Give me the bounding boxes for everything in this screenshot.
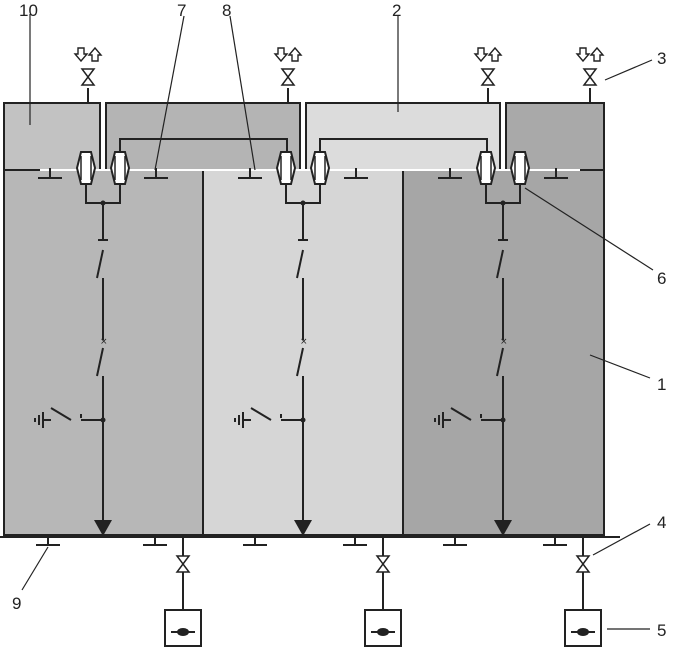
- bushing-icon: [475, 151, 497, 185]
- leader-lines: [21, 14, 654, 630]
- breaker-mark: ×: [100, 337, 108, 347]
- valve-icon: [280, 75, 296, 86]
- callout-6: 6: [657, 269, 666, 288]
- bushing-icon: [309, 151, 331, 185]
- bushing-icon: [509, 151, 531, 185]
- busbar-1: [119, 138, 288, 157]
- valve-icon: [375, 555, 391, 566]
- busbar-2: [319, 138, 488, 157]
- top-box-left-mid: [105, 102, 301, 171]
- breaker-blade: [296, 347, 304, 377]
- valve-icon: [582, 68, 598, 79]
- earthing-blade: [50, 407, 72, 421]
- monitor-gauge-center: [577, 628, 589, 636]
- monitor-gauge-center: [177, 628, 189, 636]
- leader-8: [229, 15, 256, 171]
- cable-arrow-icon: [94, 520, 112, 536]
- valve-icon: [80, 75, 96, 86]
- gas-in-arrow-icon: [273, 47, 289, 63]
- callout-3: 3: [657, 49, 666, 68]
- gas-out-arrow-icon: [589, 46, 605, 62]
- circuit-group: × × ×: [34, 46, 605, 647]
- panel-circuit-2: ×: [234, 46, 402, 647]
- valve-icon: [80, 68, 96, 79]
- breaker-blade: [496, 347, 504, 377]
- callout-1: 1: [657, 375, 666, 394]
- callout-9: 9: [12, 594, 21, 613]
- top-box-2: [305, 102, 501, 171]
- valve-icon: [480, 68, 496, 79]
- callout-5: 5: [657, 621, 666, 640]
- callouts: 10 7 8 2 3 6 1 4 9 5: [12, 1, 666, 640]
- leader-6: [524, 187, 654, 271]
- monitor-gauge-center: [377, 628, 389, 636]
- panel-circuit-3: ×: [434, 46, 602, 647]
- valve-icon: [175, 562, 191, 573]
- leader-1: [589, 354, 651, 379]
- valve-icon: [375, 562, 391, 573]
- leader-3: [604, 59, 653, 81]
- gas-out-arrow-icon: [87, 46, 103, 62]
- breaker-mark: ×: [300, 337, 308, 347]
- valve-icon: [280, 68, 296, 79]
- bushing-icon: [75, 151, 97, 185]
- callout-4: 4: [657, 513, 666, 532]
- breaker-blade: [96, 347, 104, 377]
- callout-8: 8: [222, 1, 231, 20]
- leader-9: [21, 546, 49, 591]
- disconnector-blade: [296, 249, 304, 279]
- gas-in-arrow-icon: [473, 47, 489, 63]
- gas-connection-right: [575, 46, 605, 103]
- earthing-blade: [450, 407, 472, 421]
- leader-4: [592, 523, 651, 556]
- valve-icon: [575, 562, 591, 573]
- valve-icon: [480, 75, 496, 86]
- breaker-mark: ×: [500, 337, 508, 347]
- top-compartments: [3, 102, 605, 171]
- valve-icon: [575, 555, 591, 566]
- leader-7: [154, 15, 185, 171]
- gas-out-arrow-icon: [287, 46, 303, 62]
- callout-10: 10: [19, 1, 38, 20]
- density-monitor-icon: [364, 609, 402, 647]
- disconnector-blade: [96, 249, 104, 279]
- cable-arrow-icon: [494, 520, 512, 536]
- panel-circuit-1: ×: [34, 46, 202, 647]
- disconnector-blade: [496, 249, 504, 279]
- gas-in-arrow-icon: [73, 47, 89, 63]
- valve-icon: [582, 75, 598, 86]
- gas-in-arrow-icon: [575, 47, 591, 63]
- earthing-blade: [250, 407, 272, 421]
- valve-icon: [175, 555, 191, 566]
- callout-2: 2: [392, 1, 401, 20]
- bushing-icon: [275, 151, 297, 185]
- cable-arrow-icon: [294, 520, 312, 536]
- bushing-icon: [109, 151, 131, 185]
- gas-out-arrow-icon: [487, 46, 503, 62]
- callout-7: 7: [177, 1, 186, 20]
